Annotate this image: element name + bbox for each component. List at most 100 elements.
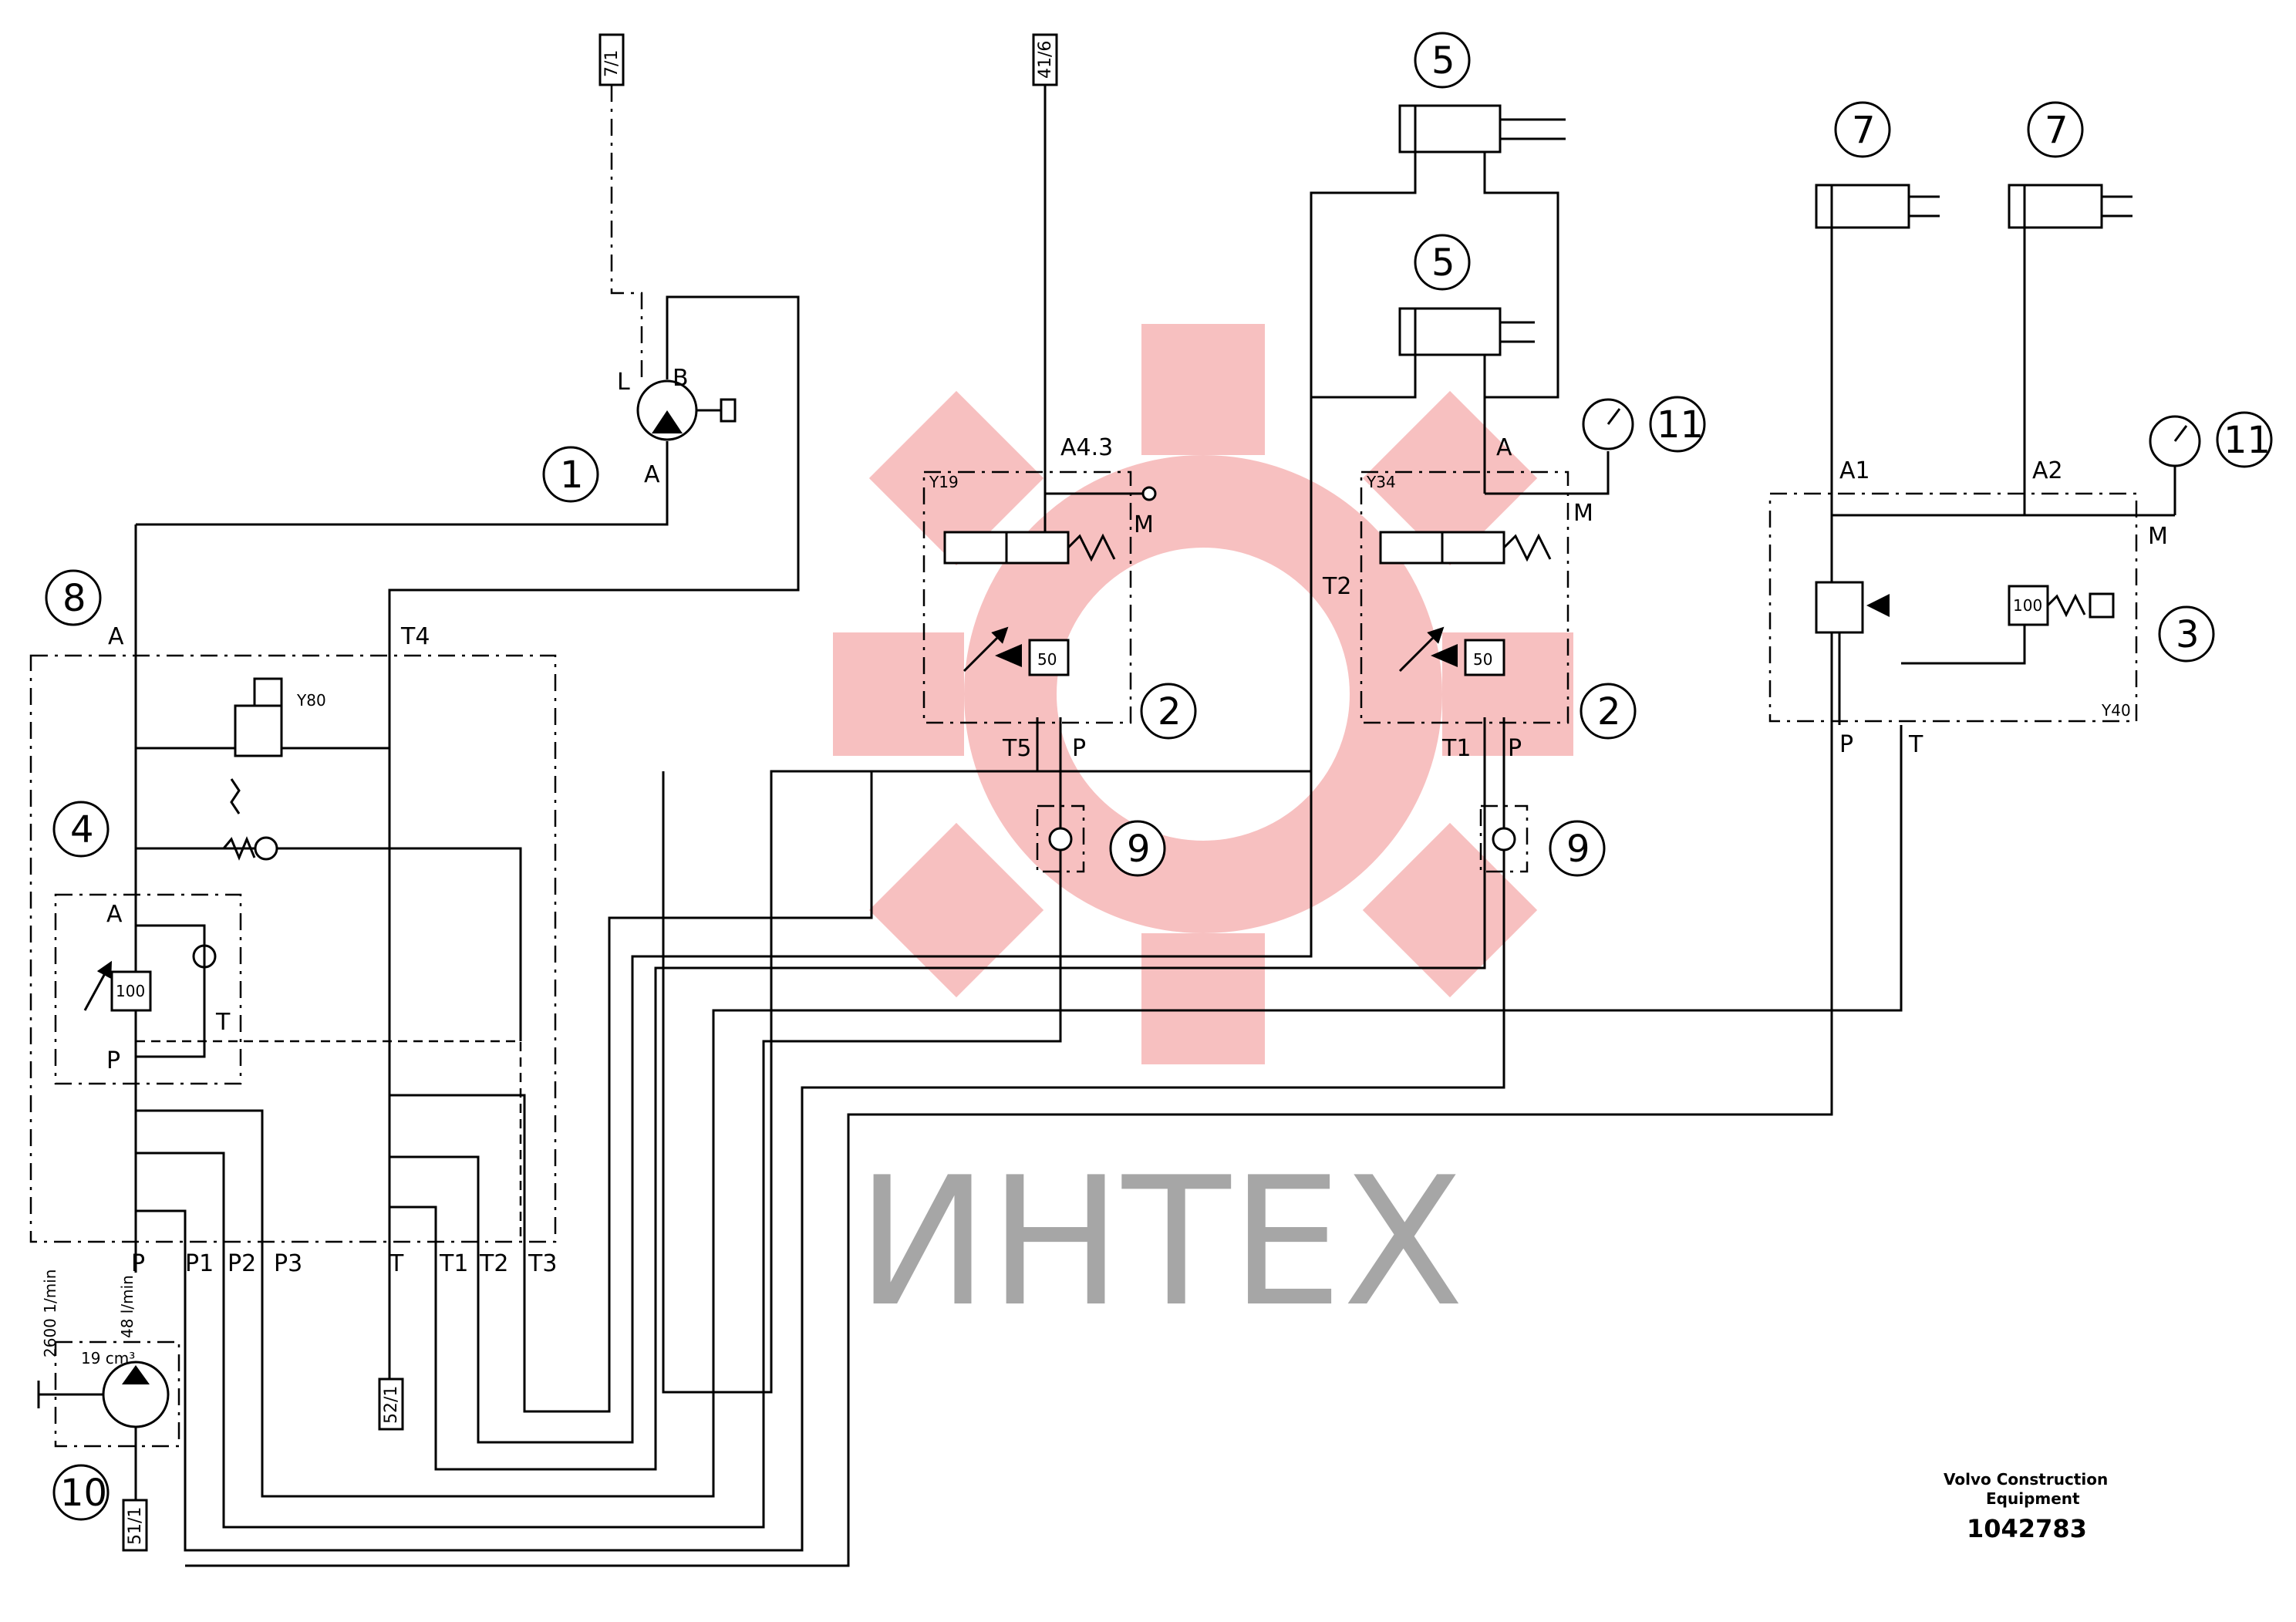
control-block-4: A T4 Y80 A T P 100 P P1 P2 P3 T T1 T2 T3 [29,524,557,1379]
pump-speed: 2600 1/min [41,1270,59,1357]
hydraulic-motor: L B A [136,85,800,1273]
ref-tag-52-1: 52/1 [378,1378,404,1431]
pump-displacement: 19 cm³ [81,1349,135,1367]
cylinder-5-upper [662,104,1566,1394]
valve-block-2-left: Y19 A4.3 M T5 P 50 [922,434,1157,762]
svg-text:3: 3 [2176,613,2200,656]
svg-text:9: 9 [1566,828,1590,871]
svg-text:9: 9 [1127,828,1151,871]
b4-port-p: P [131,1250,145,1277]
motor-port-a: A [644,461,660,488]
callout-1: 1 [542,446,599,503]
svg-text:10: 10 [60,1472,107,1515]
svg-text:7/1: 7/1 [602,50,622,77]
v3-port-t: T [1908,731,1923,758]
v2b-port-m: M [1573,500,1593,527]
b4-port-p3: P3 [274,1250,302,1277]
pump-10: 19 cm³ 48 l/min 2600 1/min [37,1270,180,1500]
svg-text:2: 2 [1158,690,1182,733]
svg-text:52/1: 52/1 [382,1386,401,1424]
svg-text:100: 100 [116,982,145,1000]
b4-inner-port-p: P [106,1047,120,1074]
part-number: 1042783 [1967,1514,2087,1543]
pipe-network [136,85,1903,1567]
v3-port-p: P [1839,731,1853,758]
svg-text:7: 7 [1852,109,1876,152]
v3-port-a2: A2 [2032,457,2063,484]
solenoid-y40: Y40 [2101,701,2131,720]
callout-9-left: 9 [1109,820,1166,877]
ref-tag-7-1: 7/1 [598,33,625,86]
b4-port-t1: T1 [439,1250,468,1277]
pump-flow: 48 l/min [118,1275,137,1338]
check-valve-9-right [1479,804,1529,873]
credits: Volvo Construction Equipment 1042783 [1944,1470,2108,1543]
solenoid-y19: Y19 [929,473,959,491]
valve-block-2-right: Y34 A M T2 T1 P 50 [1322,398,1634,762]
solenoid-y80: Y80 [296,691,326,710]
svg-text:51/1: 51/1 [126,1507,145,1545]
company-line-1: Volvo Construction [1944,1470,2108,1489]
b4-inner-port-t: T [215,1009,231,1036]
v3-port-m: M [2148,523,2168,550]
svg-text:8: 8 [62,577,86,620]
callout-8: 8 [45,569,102,626]
svg-text:7: 7 [2045,109,2068,152]
v2b-port-a: A [1496,434,1512,461]
motor-port-l: L [617,369,630,396]
cylinder-7-left [847,184,1940,1219]
ref-tag-41-6: 41/6 [1032,33,1058,86]
b4-port-t4: T4 [400,623,430,650]
svg-text:11: 11 [2224,419,2271,462]
b4-inner-port-a: A [106,901,123,928]
ref-tag-51-1: 51/1 [122,1499,148,1552]
v2b-port-t1: T1 [1441,735,1471,762]
callout-3: 3 [2158,605,2215,663]
solenoid-y34: Y34 [1366,473,1396,491]
v2a-port-p: P [1072,735,1086,762]
callout-4: 4 [52,801,110,858]
svg-text:2: 2 [1597,690,1621,733]
callout-7-right: 7 [2027,101,2084,158]
v2b-port-t2: T2 [1322,573,1351,600]
svg-text:4: 4 [70,808,94,851]
callout-9-right: 9 [1549,820,1606,877]
callout-11-left: 11 [1649,396,1706,453]
watermark-gear-icon [833,324,1573,1064]
callout-2-right: 2 [1580,683,1637,740]
b4-port-t3: T3 [528,1250,557,1277]
svg-text:11: 11 [1657,403,1704,447]
v2a-port-t5: T5 [1002,735,1031,762]
b4-port-t: T [389,1250,404,1277]
b4-port-a: A [108,623,124,650]
svg-text:50: 50 [1037,650,1057,669]
motor-port-b: B [673,365,689,392]
valve-block-3: Y40 A1 A2 M P T 100 [1768,415,2201,758]
callout-5-upper: 5 [1414,32,1471,89]
v2b-port-p: P [1508,735,1522,762]
svg-text:100: 100 [2013,596,2042,615]
b4-port-p1: P1 [185,1250,214,1277]
v3-port-a1: A1 [1839,457,1870,484]
svg-text:1: 1 [560,454,584,497]
check-valve-9-left [1036,804,1085,873]
callouts: 1 2 2 3 4 5 5 7 7 8 9 9 10 11 11 [45,32,2273,1521]
v2a-port-m: M [1134,511,1154,538]
callout-7-left: 7 [1834,101,1891,158]
cylinder-7-right [2008,184,2132,515]
svg-text:50: 50 [1473,650,1492,669]
callout-11-right: 11 [2216,411,2273,468]
svg-text:5: 5 [1431,241,1455,285]
callout-10: 10 [52,1464,110,1521]
company-line-2: Equipment [1986,1489,2080,1508]
svg-text:41/6: 41/6 [1036,41,1055,79]
cylinder-5-lower [1311,307,1535,494]
svg-text:5: 5 [1431,39,1455,83]
v2a-port-a: A4.3 [1060,434,1113,461]
callout-5-lower: 5 [1414,234,1471,291]
b4-port-t2: T2 [479,1250,508,1277]
watermark-text: ИНТЕХ [856,1140,1464,1346]
callout-2-left: 2 [1140,683,1197,740]
b4-port-p2: P2 [228,1250,256,1277]
